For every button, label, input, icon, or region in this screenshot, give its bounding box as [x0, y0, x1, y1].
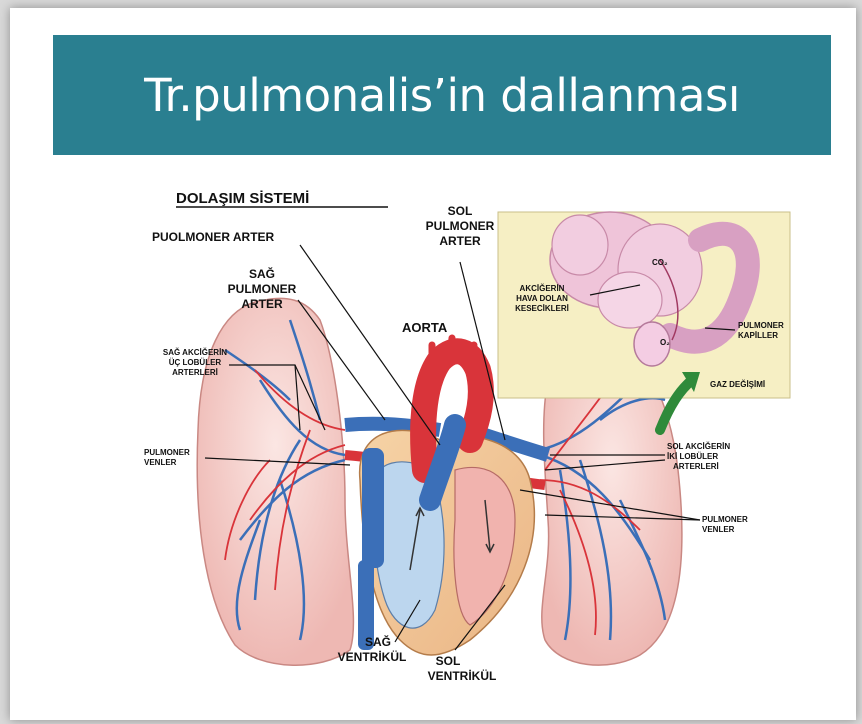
svg-text:SAĞ: SAĞ [249, 266, 275, 281]
label-aorta: AORTA [402, 320, 448, 335]
label-sol-ventrikul: SOL VENTRİKÜL [428, 654, 497, 683]
svg-text:SOL AKCİĞERİN: SOL AKCİĞERİN [667, 442, 730, 451]
svg-text:AKCİĞERİN: AKCİĞERİN [520, 284, 565, 293]
svg-text:SAĞ: SAĞ [365, 634, 391, 649]
svg-text:VENLER: VENLER [702, 525, 735, 534]
svg-text:VENLER: VENLER [144, 458, 177, 467]
svg-text:ÜÇ LOBÜLER: ÜÇ LOBÜLER [169, 358, 222, 367]
svg-text:SAĞ AKCİĞERİN: SAĞ AKCİĞERİN [163, 348, 227, 357]
o2-label: O₂ [660, 338, 670, 347]
label-pulmoner-venler-right: PULMONER VENLER [702, 515, 748, 534]
svg-text:KAPİLLER: KAPİLLER [738, 331, 778, 340]
svg-text:SOL: SOL [448, 204, 473, 218]
label-sag-akciger-uc-lobuler: SAĞ AKCİĞERİN ÜÇ LOBÜLER ARTERLERİ [163, 348, 227, 377]
vena-cava [362, 448, 384, 568]
svg-text:VENTRİKÜL: VENTRİKÜL [428, 668, 497, 683]
svg-text:ARTERLERİ: ARTERLERİ [673, 462, 719, 471]
label-gaz-degisimi: GAZ DEĞİŞİMİ [710, 380, 765, 389]
svg-text:PULMONER: PULMONER [426, 219, 495, 233]
svg-text:PULMONER: PULMONER [702, 515, 748, 524]
svg-text:İKİ LOBÜLER: İKİ LOBÜLER [667, 452, 718, 461]
svg-text:SOL: SOL [436, 654, 461, 668]
label-sol-pulmoner-arter: SOL PULMONER ARTER [426, 204, 495, 248]
label-puolmoner-arter: PUOLMONER ARTER [152, 230, 275, 244]
svg-text:ARTER: ARTER [439, 234, 481, 248]
svg-text:ARTERLERİ: ARTERLERİ [172, 368, 218, 377]
svg-text:PULMONER: PULMONER [738, 321, 784, 330]
label-pulmoner-kapiller: PULMONER KAPİLLER [738, 321, 784, 340]
svg-text:PULMONER: PULMONER [144, 448, 190, 457]
label-sol-akciger-iki-lobuler: SOL AKCİĞERİN İKİ LOBÜLER ARTERLERİ [667, 442, 730, 471]
co2-label: CO₂ [652, 258, 668, 267]
svg-text:KESECİKLERİ: KESECİKLERİ [515, 304, 569, 313]
label-pulmoner-venler-left: PULMONER VENLER [144, 448, 190, 467]
svg-text:PULMONER: PULMONER [228, 282, 297, 296]
svg-text:ARTER: ARTER [241, 297, 283, 311]
svg-text:HAVA DOLAN: HAVA DOLAN [516, 294, 568, 303]
svg-text:VENTRİKÜL: VENTRİKÜL [338, 649, 407, 664]
diagram-heading: DOLAŞIM SİSTEMİ [176, 190, 309, 207]
label-akcigerin-hava-dolan: AKCİĞERİN HAVA DOLAN KESECİKLERİ [515, 284, 569, 313]
